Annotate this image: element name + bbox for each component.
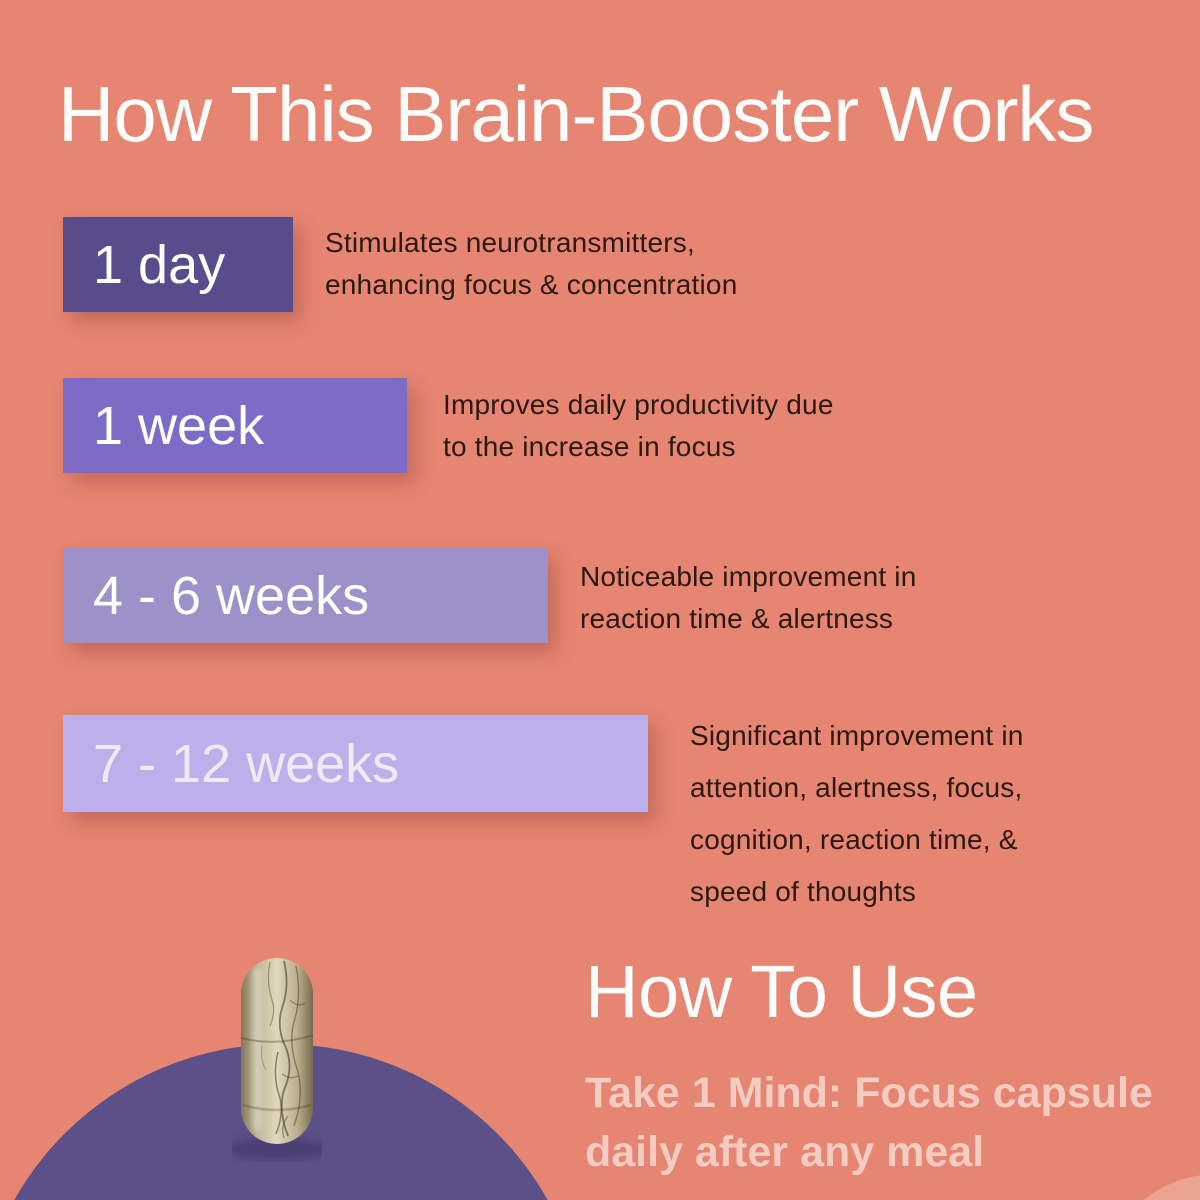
desc-line: reaction time & alertness (580, 603, 894, 634)
timeline-desc-1-week: Improves daily productivity due to the i… (443, 384, 834, 468)
desc-line: Significant improvement in (690, 720, 1024, 751)
page-title: How This Brain-Booster Works (58, 70, 1094, 158)
desc-line: to the increase in focus (443, 431, 736, 462)
timeline-desc-4-6-weeks: Noticeable improvement in reaction time … (580, 556, 917, 640)
instruction-line: daily after any meal (585, 1128, 985, 1176)
desc-line: enhancing focus & concentration (325, 269, 738, 300)
timeline-bar-label: 1 day (93, 234, 226, 295)
timeline-bar-7-12-weeks: 7 - 12 weeks (63, 715, 648, 812)
desc-line: speed of thoughts (690, 876, 917, 907)
instruction-line: Take 1 Mind: Focus capsule (585, 1069, 1153, 1117)
timeline-desc-1-day: Stimulates neurotransmitters, enhancing … (325, 222, 737, 306)
timeline-bar-label: 4 - 6 weeks (93, 565, 370, 626)
desc-line: Noticeable improvement in (580, 561, 917, 592)
desc-line: cognition, reaction time, & (690, 824, 1018, 855)
how-to-use-instruction: Take 1 Mind: Focus capsule daily after a… (585, 1064, 1153, 1182)
mind-focus-capsule-icon (223, 956, 331, 1167)
timeline-bar-label: 7 - 12 weeks (93, 733, 400, 794)
timeline-bar-label: 1 week (93, 395, 265, 456)
desc-line: attention, alertness, focus, (690, 772, 1023, 803)
timeline-bar-4-6-weeks: 4 - 6 weeks (63, 548, 548, 643)
how-to-use-heading: How To Use (585, 950, 978, 1033)
desc-line: Stimulates neurotransmitters, (325, 227, 695, 258)
desc-line: Improves daily productivity due (443, 389, 834, 420)
timeline-bar-1-day: 1 day (63, 217, 293, 312)
timeline-desc-7-12-weeks: Significant improvement in attention, al… (690, 710, 1024, 918)
timeline-bar-1-week: 1 week (63, 378, 407, 473)
